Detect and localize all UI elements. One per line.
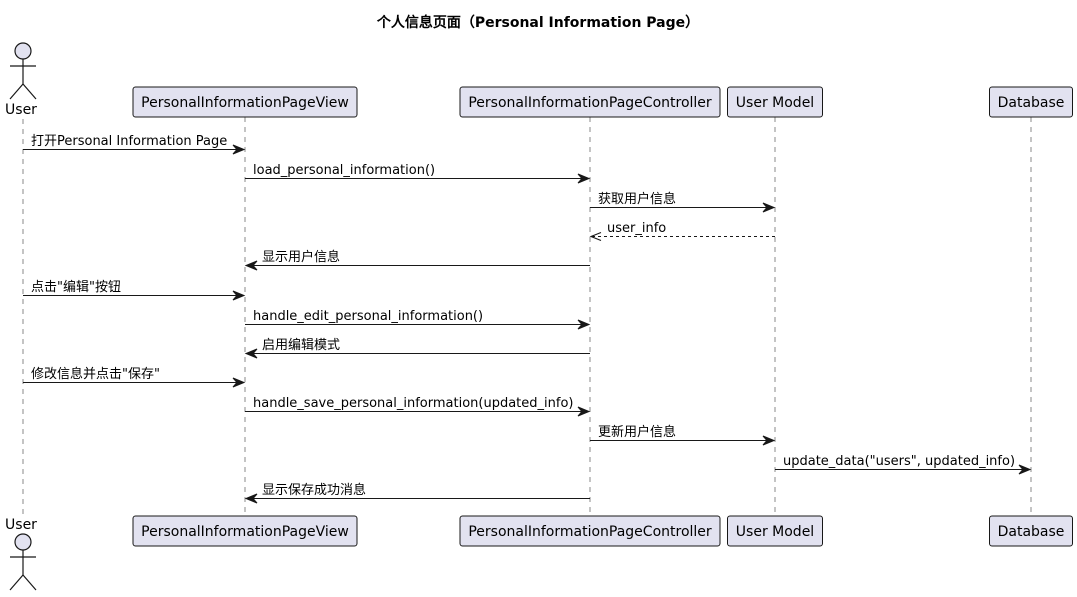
arrowhead (232, 377, 246, 388)
message-label: handle_save_personal_information(updated… (253, 396, 574, 411)
lifelines (22, 117, 1032, 516)
message-label: 获取用户信息 (598, 191, 676, 207)
actor-user-bottom: User (5, 517, 37, 591)
participant-view-bottom: PersonalInformationPageView (132, 515, 358, 547)
participant-box (989, 515, 1073, 547)
participant-box (459, 86, 721, 118)
message-10: handle_save_personal_information(updated… (245, 396, 591, 417)
participant-label: User Model (736, 524, 814, 540)
message-label: handle_edit_personal_information() (253, 309, 483, 324)
actor-leg-right (22, 574, 37, 591)
participant-model-bottom: User Model (727, 515, 823, 547)
participant-label: PersonalInformationPageController (468, 95, 712, 111)
actor-head (14, 42, 32, 60)
message-3: 获取用户信息 (590, 191, 776, 213)
participants: UserUserPersonalInformationPageViewPerso… (5, 42, 1073, 591)
participant-label: User (5, 102, 37, 118)
arrowhead (244, 493, 258, 504)
participant-label: Database (998, 95, 1065, 111)
participant-box (989, 86, 1073, 118)
message-label: 打开Personal Information Page (31, 134, 227, 149)
message-4: user_info (589, 221, 775, 242)
actor-leg-left (9, 83, 24, 100)
message-label: 点击"编辑"按钮 (31, 280, 121, 295)
message-label: user_info (607, 221, 666, 236)
message-5: 显示用户信息 (244, 249, 590, 271)
participant-label: PersonalInformationPageView (141, 524, 349, 540)
arrowhead (577, 319, 591, 330)
participant-box (459, 515, 721, 547)
actor-leg-right (22, 83, 37, 100)
message-label: 显示用户信息 (262, 249, 340, 265)
messages: 打开Personal Information Page load_personal… (23, 134, 1032, 504)
message-label: 更新用户信息 (598, 424, 676, 440)
message-1: 打开Personal Information Page (23, 134, 246, 155)
actor-leg-left (9, 574, 24, 591)
message-label: 启用编辑模式 (262, 338, 340, 353)
message-label: update_data("users", updated_info) (783, 454, 1015, 469)
participant-db-bottom: Database (989, 515, 1073, 547)
participant-label: User Model (736, 95, 814, 111)
participant-box (132, 515, 358, 547)
message-12: update_data("users", updated_info) (775, 454, 1032, 475)
participant-box (727, 515, 823, 547)
message-2: load_personal_information() (245, 163, 591, 184)
participant-label: User (5, 517, 37, 533)
message-label: 修改信息并点击"保存" (31, 366, 160, 382)
arrowhead (244, 260, 258, 271)
arrowhead (762, 202, 776, 213)
participant-controller-bottom: PersonalInformationPageController (459, 515, 721, 547)
participant-view-top: PersonalInformationPageView (132, 86, 358, 118)
participant-label: PersonalInformationPageController (468, 524, 712, 540)
message-label: 显示保存成功消息 (262, 482, 366, 498)
message-7: handle_edit_personal_information() (245, 309, 591, 330)
arrowhead (762, 435, 776, 446)
arrowhead (232, 144, 246, 155)
message-6: 点击"编辑"按钮 (23, 280, 246, 301)
message-11: 更新用户信息 (590, 424, 776, 446)
message-label: load_personal_information() (253, 163, 435, 178)
arrowhead (577, 406, 591, 417)
participant-model-top: User Model (727, 86, 823, 118)
participant-controller-top: PersonalInformationPageController (459, 86, 721, 118)
participant-box (132, 86, 358, 118)
participant-box (727, 86, 823, 118)
diagram-title: 个人信息页面（Personal Information Page） (376, 14, 699, 31)
arrowhead (577, 173, 591, 184)
arrowhead-open (589, 231, 602, 242)
message-8: 启用编辑模式 (244, 338, 590, 359)
arrowhead (232, 290, 246, 301)
participant-label: PersonalInformationPageView (141, 95, 349, 111)
participant-label: Database (998, 524, 1065, 540)
arrowhead (1018, 464, 1032, 475)
message-13: 显示保存成功消息 (244, 482, 590, 504)
participant-db-top: Database (989, 86, 1073, 118)
message-9: 修改信息并点击"保存" (23, 366, 246, 388)
arrowhead (244, 348, 258, 359)
actor-user-top: User (5, 42, 37, 118)
actor-head (14, 533, 32, 551)
